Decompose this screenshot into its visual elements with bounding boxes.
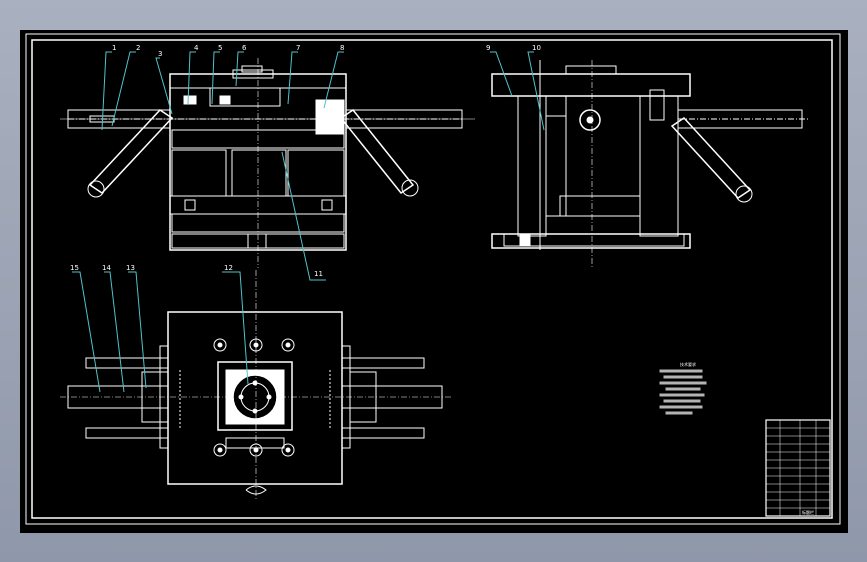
- cad-viewport[interactable]: 1 2 3 4 5 6 7 8 9 10 11 12 13 14 15 技术要求: [20, 30, 848, 533]
- inner-frame: [31, 39, 833, 519]
- part-label: 5: [218, 44, 222, 52]
- part-label: 4: [194, 44, 199, 52]
- part-label: 11: [314, 270, 323, 278]
- part-label: 15: [70, 264, 79, 272]
- part-label: 9: [486, 44, 490, 52]
- top-view: [60, 270, 452, 500]
- part-label: 6: [242, 44, 247, 52]
- part-label: 7: [296, 44, 300, 52]
- title-block-label: 标题栏: [802, 509, 814, 515]
- part-label: 2: [136, 44, 140, 52]
- part-labels: 1 2 3 4 5 6 7 8 9 10 11 12 13 14 15: [70, 44, 541, 278]
- side-view: [491, 60, 810, 268]
- part-label: 10: [532, 44, 541, 52]
- part-label: 1: [112, 44, 116, 52]
- outer-frame: [25, 33, 841, 525]
- notes-heading: 技术要求: [680, 361, 696, 367]
- part-label: 8: [340, 44, 344, 52]
- part-label: 14: [102, 264, 111, 272]
- title-block: 标题栏: [765, 419, 831, 517]
- part-label: 13: [126, 264, 135, 272]
- technical-notes: 技术要求: [659, 361, 707, 415]
- part-leaders: [72, 51, 545, 393]
- part-label: 3: [158, 50, 162, 58]
- front-view: [60, 58, 475, 268]
- assembly-drawing: 1 2 3 4 5 6 7 8 9 10 11 12 13 14 15 技术要求: [25, 33, 841, 525]
- part-label: 12: [224, 264, 233, 272]
